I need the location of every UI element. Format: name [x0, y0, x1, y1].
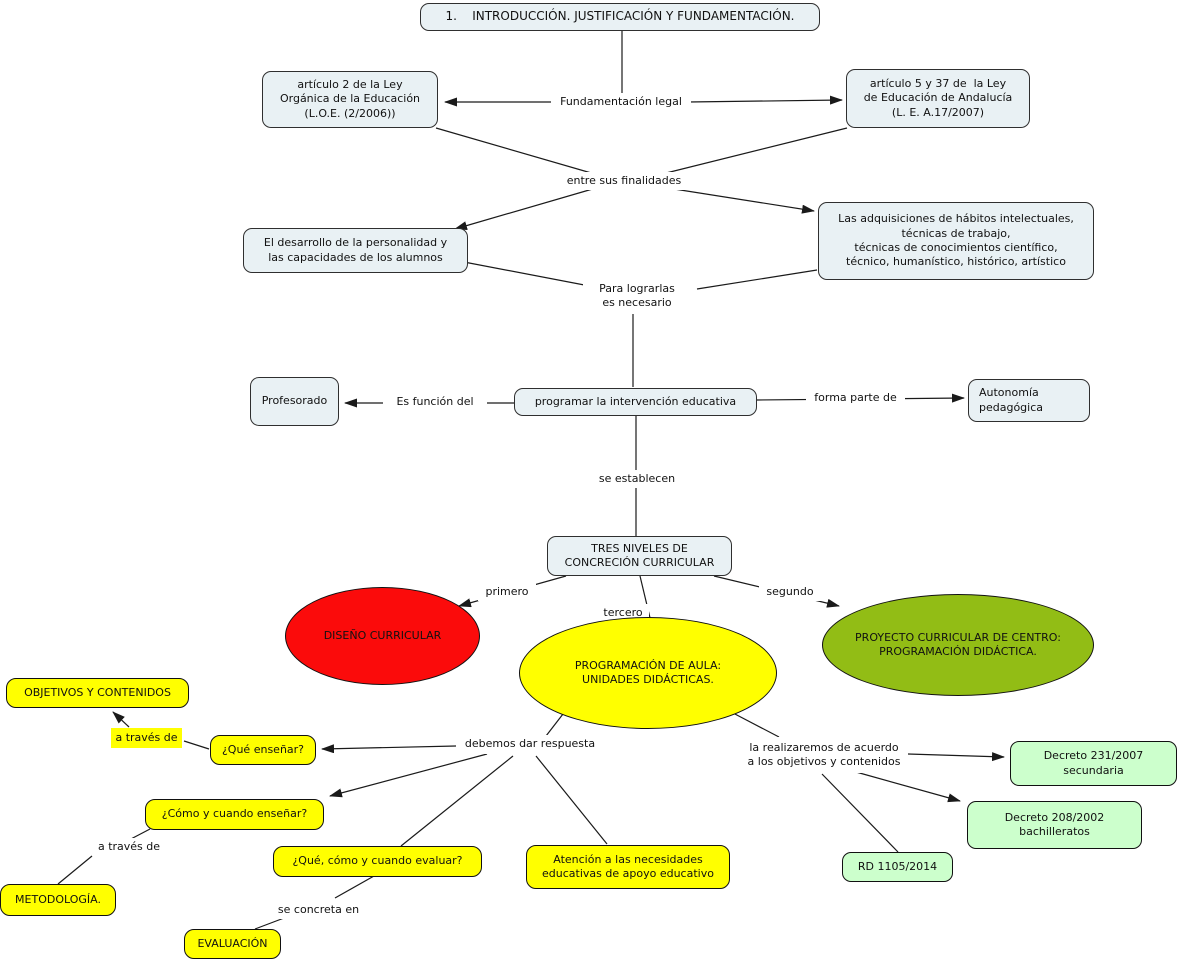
- link-label-fundamentacion-legal[interactable]: Fundamentación legal: [551, 93, 691, 111]
- link-label-a-traves-de-2[interactable]: a través de: [93, 838, 165, 856]
- node-lea[interactable]: artículo 5 y 37 de la Ley de Educación d…: [846, 69, 1030, 128]
- link-label-para-lograrlas[interactable]: Para lograrlas es necesario: [583, 278, 691, 314]
- link-label-segundo[interactable]: segundo: [759, 583, 821, 601]
- node-metodologia[interactable]: METODOLOGÍA.: [0, 884, 116, 916]
- node-que-como-cuando-evaluar[interactable]: ¿Qué, cómo y cuando evaluar?: [273, 846, 482, 877]
- node-desarrollo-personalidad[interactable]: El desarrollo de la personalidad y las c…: [243, 228, 468, 273]
- node-tres-niveles[interactable]: TRES NIVELES DE CONCRECIÓN CURRICULAR: [547, 536, 732, 576]
- node-autonomia-pedagogica[interactable]: Autonomía pedagógica: [968, 379, 1090, 422]
- node-programacion-aula[interactable]: PROGRAMACIÓN DE AULA: UNIDADES DIDÁCTICA…: [519, 617, 777, 729]
- node-decreto-231-2007[interactable]: Decreto 231/2007 secundaria: [1010, 741, 1177, 786]
- link-label-entre-finalidades[interactable]: entre sus finalidades: [558, 172, 690, 190]
- node-rd-1105-2014[interactable]: RD 1105/2014: [842, 852, 953, 882]
- link-label-la-realizaremos[interactable]: la realizaremos de acuerdo a los objetiv…: [740, 737, 908, 773]
- node-como-cuando-ensenar[interactable]: ¿Cómo y cuando enseñar?: [145, 799, 324, 830]
- link-label-primero[interactable]: primero: [478, 583, 536, 601]
- node-diseno-curricular[interactable]: DISEÑO CURRICULAR: [285, 587, 480, 685]
- node-loe[interactable]: artículo 2 de la Ley Orgánica de la Educ…: [262, 71, 438, 128]
- node-programar-intervencion[interactable]: programar la intervención educativa: [514, 388, 757, 416]
- node-title[interactable]: 1. INTRODUCCIÓN. JUSTIFICACIÓN Y FUNDAME…: [420, 3, 820, 31]
- link-label-debemos-dar-respuesta[interactable]: debemos dar respuesta: [456, 735, 604, 754]
- link-label-se-concreta-en[interactable]: se concreta en: [271, 901, 366, 919]
- node-profesorado[interactable]: Profesorado: [250, 377, 339, 426]
- node-atencion-necesidades[interactable]: Atención a las necesidades educativas de…: [526, 845, 730, 889]
- link-label-a-traves-de-1[interactable]: a través de: [111, 728, 182, 748]
- link-label-se-establecen[interactable]: se establecen: [591, 470, 683, 488]
- link-label-es-funcion-del[interactable]: Es función del: [383, 393, 487, 411]
- node-evaluacion[interactable]: EVALUACIÓN: [184, 929, 281, 959]
- node-decreto-208-2002[interactable]: Decreto 208/2002 bachilleratos: [967, 801, 1142, 849]
- node-adquisiciones-habitos[interactable]: Las adquisiciones de hábitos intelectual…: [818, 202, 1094, 280]
- node-que-ensenar[interactable]: ¿Qué enseñar?: [210, 735, 316, 765]
- link-label-forma-parte-de[interactable]: forma parte de: [806, 389, 905, 407]
- node-objetivos-contenidos[interactable]: OBJETIVOS Y CONTENIDOS: [6, 678, 189, 708]
- node-proyecto-curricular-centro[interactable]: PROYECTO CURRICULAR DE CENTRO: PROGRAMAC…: [822, 594, 1094, 696]
